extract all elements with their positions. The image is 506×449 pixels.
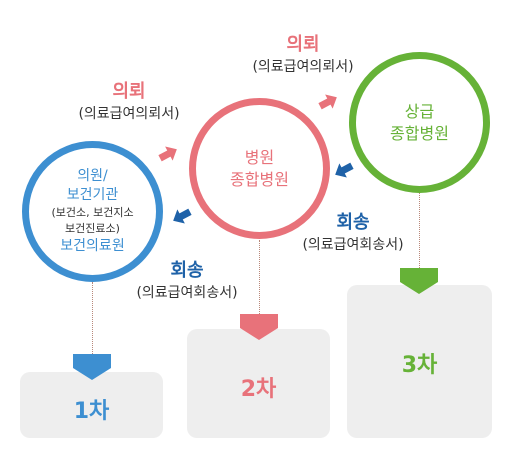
- clinic-line4: 보건진료소): [65, 222, 120, 235]
- return-label-1: 회송 (의료급여회송서): [120, 256, 254, 302]
- return-label-2: 회송 (의료급여회송서): [286, 208, 420, 254]
- tier3-connector: [419, 192, 420, 268]
- tier3-label: 3차: [401, 353, 438, 378]
- referral-title-2: 의뢰: [286, 34, 320, 55]
- clinic-line2: 보건기관: [66, 187, 119, 203]
- hospital-line2: 종합병원: [230, 169, 289, 189]
- return-sub-1: (의료급여회송서): [136, 285, 238, 301]
- return-sub-2: (의료급여회송서): [302, 237, 404, 253]
- tier2-label: 2차: [240, 377, 277, 402]
- return-arrow-1: [173, 208, 192, 224]
- referral-sub-1: (의료급여의뢰서): [78, 106, 180, 122]
- tier1-connector: [92, 282, 93, 354]
- clinic-line3: (보건소, 보건지소: [51, 206, 134, 219]
- tier1-label: 1차: [73, 399, 110, 424]
- tier1-pedestal: [20, 372, 163, 438]
- clinic-circle: 의원/ 보건기관 (보건소, 보건지소 보건진료소) 보건의료원: [22, 141, 163, 282]
- clinic-line5: 보건의료원: [60, 238, 125, 254]
- referral-title-1: 의뢰: [112, 81, 146, 102]
- referral-label-2: 의뢰 (의료급여의뢰서): [236, 30, 370, 76]
- tertiary-circle: 상급 종합병원: [349, 52, 490, 193]
- referral-label-1: 의뢰 (의료급여의뢰서): [62, 77, 196, 123]
- referral-sub-2: (의료급여의뢰서): [252, 59, 354, 75]
- hospital-line1: 병원: [244, 147, 275, 167]
- tier2-connector: [259, 240, 260, 314]
- hospital-circle: 병원 종합병원: [189, 98, 330, 239]
- tier2-pedestal: [187, 329, 330, 438]
- tier2-marker: [240, 314, 278, 340]
- return-title-1: 회송: [170, 260, 204, 281]
- tertiary-line2: 종합병원: [390, 123, 449, 143]
- tier3-pedestal: [347, 285, 492, 438]
- clinic-line1: 의원/: [77, 168, 108, 184]
- tier1-marker: [73, 354, 111, 380]
- return-title-2: 회송: [336, 212, 370, 233]
- referral-arrow-1: [158, 146, 177, 162]
- referral-arrow-2: [318, 94, 337, 110]
- return-arrow-2: [335, 162, 354, 178]
- tertiary-line1: 상급: [404, 101, 435, 121]
- tier3-marker: [400, 268, 438, 294]
